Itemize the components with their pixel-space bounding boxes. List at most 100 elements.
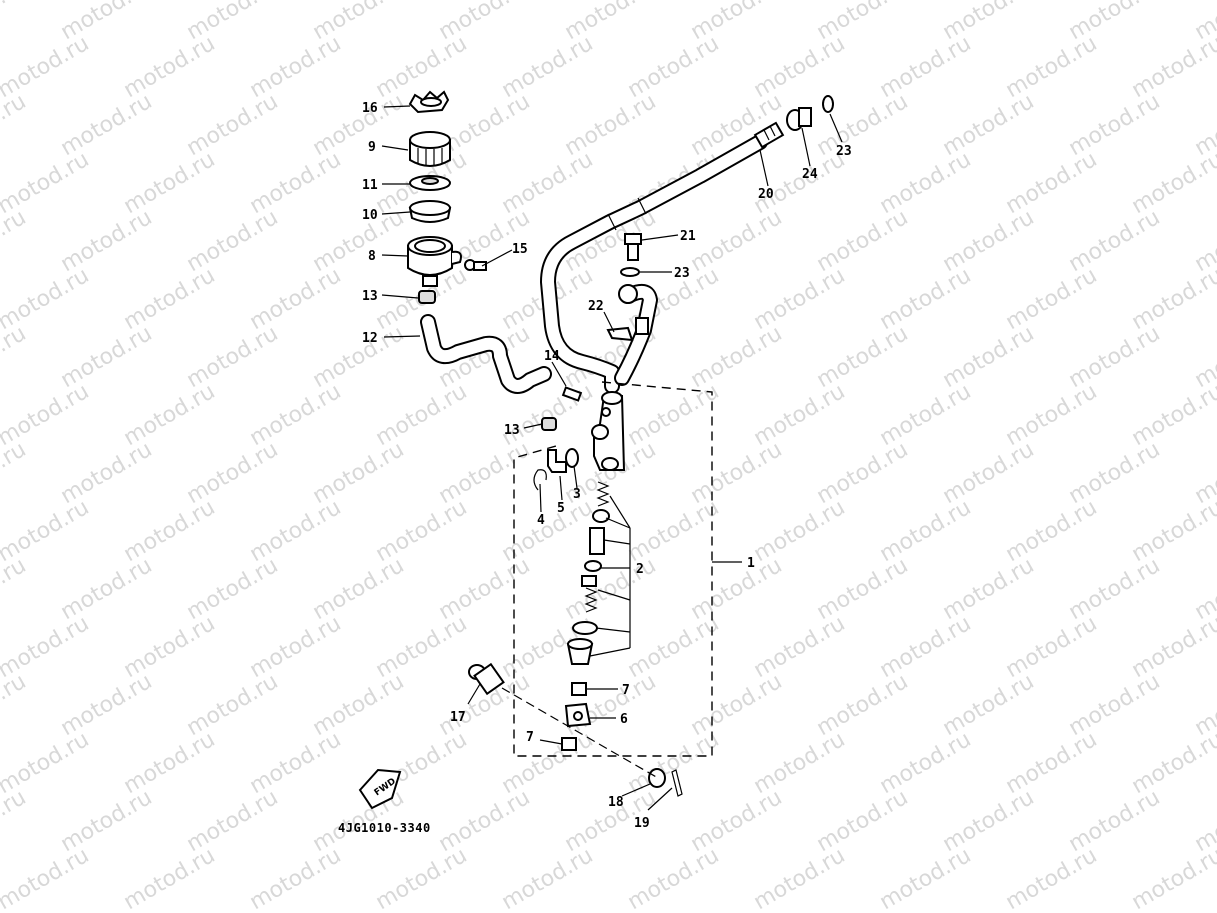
watermark-text: motod.ru: [750, 611, 850, 683]
watermark-text: motod.ru: [624, 31, 724, 103]
watermark-text: motod.ru: [876, 31, 976, 103]
watermark-text: motod.ru: [750, 727, 850, 799]
watermark-text: motod.ru: [876, 379, 976, 451]
watermark-text: motod.ru: [120, 843, 220, 913]
gasket-23-mid: [620, 267, 640, 277]
watermark-text: motod.ru: [1002, 379, 1102, 451]
watermark-text: motod.ru: [246, 611, 346, 683]
union-bolt-21: [624, 233, 642, 261]
callout-9: 9: [368, 140, 376, 155]
callout-22: 22: [588, 299, 604, 314]
callout-13-lower: 13: [504, 423, 520, 438]
watermark-text: motod.ru: [1002, 495, 1102, 567]
watermark-text: motod.ru: [1128, 611, 1217, 683]
callout-10: 10: [362, 208, 378, 223]
hose-end-fitting: [753, 121, 785, 149]
watermark-text: motod.ru: [876, 147, 976, 219]
watermark-text: motod.ru: [1002, 147, 1102, 219]
callout-13-upper: 13: [362, 289, 378, 304]
watermark-text: motod.ru: [1128, 379, 1217, 451]
watermark-text: motod.ru: [435, 437, 535, 509]
circlip-kit: [572, 621, 598, 635]
watermark-text: motod.ru: [624, 843, 724, 913]
watermark-text: motod.ru: [624, 379, 724, 451]
watermark-text: motod.ru: [1065, 321, 1165, 393]
cup-primary: [592, 509, 610, 523]
watermark-text: motod.ru: [498, 727, 598, 799]
piston: [589, 527, 605, 555]
gasket-23-top: [822, 95, 834, 113]
watermark-text: motod.ru: [939, 785, 1039, 857]
watermark-text: motod.ru: [1128, 263, 1217, 335]
hose-clamp-lower: [541, 417, 557, 431]
watermark-text: motod.ru: [435, 553, 535, 625]
watermark-text: motod.ru: [687, 553, 787, 625]
watermark-text: motod.ru: [750, 843, 850, 913]
watermark-text: motod.ru: [1065, 437, 1165, 509]
watermark-text: motod.ru: [246, 727, 346, 799]
watermark-text: motod.ru: [246, 147, 346, 219]
push-rod-lower: [581, 575, 598, 613]
watermark-text: motod.ru: [750, 147, 850, 219]
watermark-text: motod.ru: [183, 669, 283, 741]
watermark-text: motod.ru: [939, 89, 1039, 161]
callout-2: 2: [636, 562, 644, 577]
watermark-text: motod.ru: [687, 669, 787, 741]
callout-7-upper: 7: [622, 683, 630, 698]
watermark-text: motod.ru: [372, 495, 472, 567]
watermark-text: motod.ru: [246, 379, 346, 451]
watermark-text: motod.ru: [183, 437, 283, 509]
watermark-text: motod.ru: [309, 321, 409, 393]
watermark-text: motod.ru: [0, 0, 30, 45]
watermark-text: motod.ru: [183, 553, 283, 625]
watermark-text: motod.ru: [813, 669, 913, 741]
watermark-text: motod.ru: [246, 31, 346, 103]
watermark-text: motod.ru: [372, 379, 472, 451]
callout-11: 11: [362, 178, 378, 193]
watermark-text: motod.ru: [372, 611, 472, 683]
watermark-text: motod.ru: [435, 785, 535, 857]
screw-15: [464, 259, 487, 271]
watermark-text: motod.ru: [498, 147, 598, 219]
assembly-boundary: [501, 381, 713, 779]
watermark-text: motod.ru: [57, 321, 157, 393]
watermark-text: motod.ru: [120, 31, 220, 103]
watermark-text: motod.ru: [0, 321, 30, 393]
cotter-pin-19: [671, 769, 683, 797]
watermark-text: motod.ru: [309, 89, 409, 161]
watermark-text: motod.ru: [1002, 843, 1102, 913]
brake-hose: [540, 134, 768, 394]
callout-7-lower: 7: [526, 730, 534, 745]
watermark-text: motod.ru: [0, 785, 30, 857]
callout-12: 12: [362, 331, 378, 346]
watermark-text: motod.ru: [624, 495, 724, 567]
watermark-text: motod.ru: [120, 727, 220, 799]
watermark-text: motod.ru: [120, 495, 220, 567]
watermark-text: motod.ru: [939, 205, 1039, 277]
watermark-text: motod.ru: [57, 437, 157, 509]
watermark-text: motod.ru: [1065, 89, 1165, 161]
watermark-text: motod.ru: [246, 495, 346, 567]
watermark-text: motod.ru: [1002, 727, 1102, 799]
watermark-text: motod.ru: [813, 437, 913, 509]
watermark-text: motod.ru: [813, 205, 913, 277]
brake-pipe: [606, 283, 658, 386]
watermark-text: motod.ru: [0, 553, 30, 625]
watermark-text: motod.ru: [498, 495, 598, 567]
watermark-text: motod.ru: [246, 263, 346, 335]
callout-21: 21: [680, 229, 696, 244]
watermark-text: motod.ru: [498, 843, 598, 913]
watermark-text: motod.ru: [0, 89, 30, 161]
callout-5: 5: [557, 501, 565, 516]
watermark-text: motod.ru: [57, 89, 157, 161]
watermark-text: motod.ru: [183, 89, 283, 161]
watermark-text: motod.ru: [750, 263, 850, 335]
hose-joint-5: [547, 449, 567, 473]
washer-18: [648, 768, 666, 788]
watermark-text: motod.ru: [1128, 843, 1217, 913]
callout-15: 15: [512, 242, 528, 257]
watermark-text: motod.ru: [687, 205, 787, 277]
watermark-text: motod.ru: [1128, 727, 1217, 799]
union-bolt-24: [786, 107, 812, 131]
reservoir-diaphragm: [408, 200, 452, 223]
